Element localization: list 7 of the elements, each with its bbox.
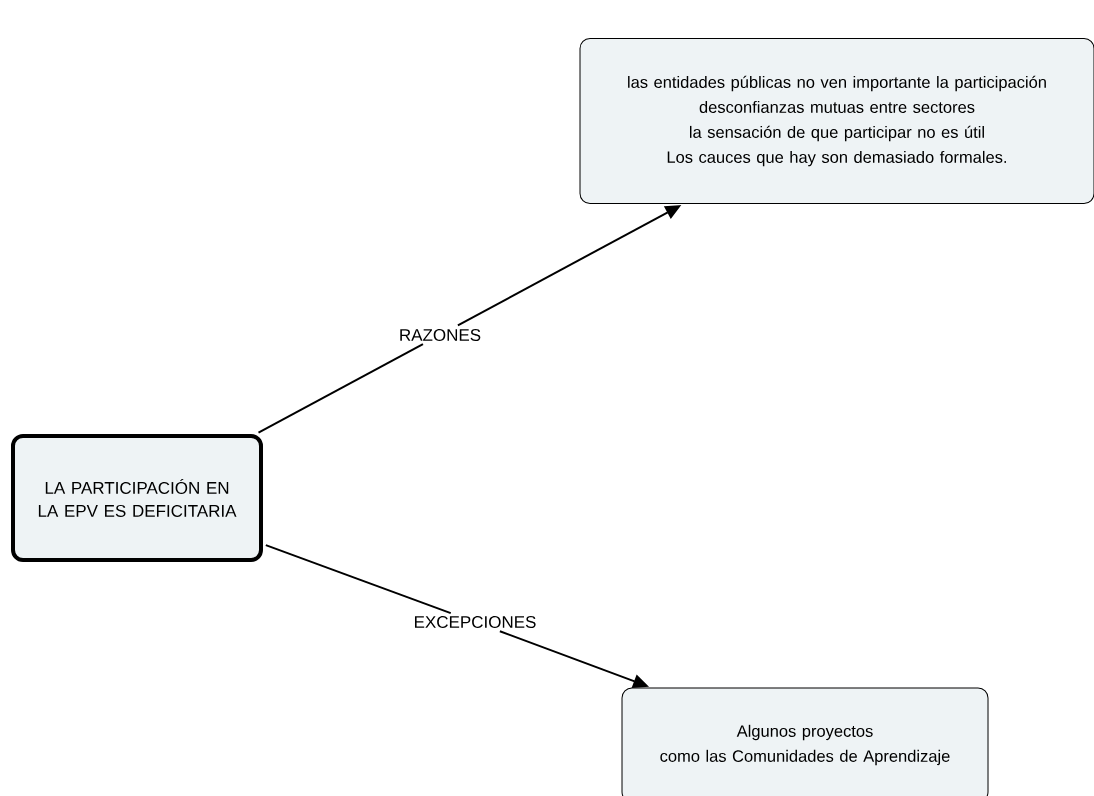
linking-phrase: EXCEPCIONES xyxy=(411,614,539,630)
linking-phrase: RAZONES xyxy=(396,327,484,343)
connector xyxy=(257,343,424,434)
concept-box: Algunos proyectos como las Comunidades de Aprendizaje xyxy=(621,687,989,796)
concept-box: las entidades públicas no ven importante la participación desconfianzas mutuas entre sectores la sensación de que participar no es útil Los cauces que hay son demasiado formales. xyxy=(579,38,1094,204)
concept-box: LA PARTICIPACIÓN EN LA EPV ES DEFICITARIA xyxy=(11,434,263,562)
connector xyxy=(264,544,452,615)
